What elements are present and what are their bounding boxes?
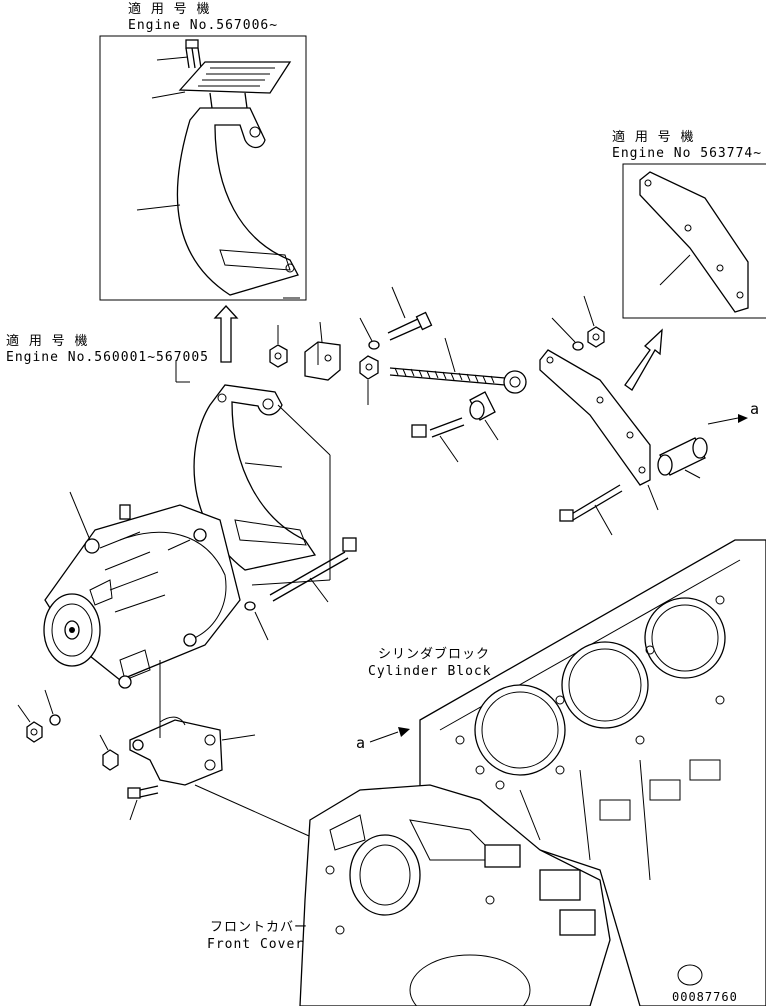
label-cylinder-en: Cylinder Block [368, 664, 492, 679]
bolt-bracket [127, 785, 159, 799]
inset-box-right [622, 163, 766, 319]
label-cylinder-jp: シリンダブロック [378, 647, 491, 662]
label-right-jp: 適 用 号 機 [612, 130, 695, 145]
washer-part-1 [368, 340, 380, 350]
cylinder-block [419, 539, 766, 1006]
lower-bracket [129, 716, 223, 786]
bracket-top-inset [176, 39, 299, 296]
alternator [43, 504, 241, 689]
label-front-en: Front Cover [207, 937, 305, 952]
washer-part-2 [572, 341, 584, 351]
spacer-block [304, 341, 341, 381]
arrow-up-top [213, 305, 239, 363]
drawing-number: 00087760 [672, 990, 738, 1004]
bolt-upper [387, 311, 433, 341]
adjusting-rod [389, 367, 527, 394]
bolt-lower [411, 417, 465, 438]
sleeve [657, 437, 708, 476]
bushing [469, 391, 496, 421]
label-top-en: Engine No.567006~ [128, 18, 279, 33]
inset-box-top [99, 35, 307, 301]
bracket-plate [539, 349, 651, 486]
nut-part-2 [359, 355, 379, 380]
label-ref-a-left: a [356, 734, 367, 752]
stud-bolt [559, 484, 623, 522]
front-cover [299, 784, 611, 1006]
nut-part-4 [26, 721, 43, 743]
label-ref-a-right: a [750, 400, 761, 418]
plate-right-inset [639, 171, 749, 313]
nut-part-3 [587, 326, 605, 348]
label-left-jp: 適 用 号 機 [6, 334, 89, 349]
nut-part-1 [269, 344, 288, 368]
long-bolt [269, 537, 357, 602]
washer-part-4 [49, 714, 61, 726]
main-bracket [193, 384, 317, 571]
arrow-up-right [624, 328, 663, 391]
label-left-en: Engine No.560001~567005 [6, 350, 210, 365]
label-front-jp: フロントカバー [210, 920, 309, 935]
washer-part-3 [244, 601, 256, 611]
nut-part-5 [102, 749, 119, 771]
label-top-jp: 適 用 号 機 [128, 2, 211, 17]
label-right-en: Engine No 563774~ [612, 146, 763, 161]
